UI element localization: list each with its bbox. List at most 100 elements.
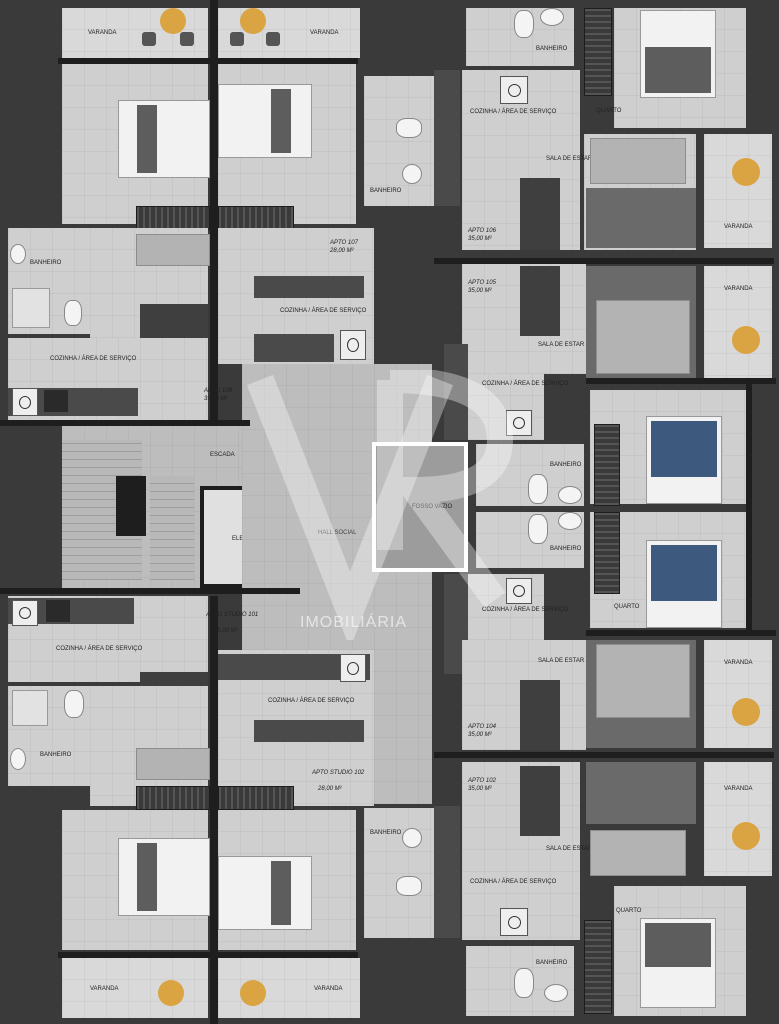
sink	[544, 984, 568, 1002]
unit-name: APTO 106	[468, 228, 496, 234]
wardrobe	[218, 786, 294, 810]
rug	[586, 188, 696, 248]
wardrobe	[594, 512, 620, 594]
label-banheiro: BANHEIRO	[550, 462, 582, 468]
washing-machine	[340, 654, 366, 682]
round-table	[240, 8, 266, 34]
sofa	[596, 644, 690, 718]
label-cozinha: COZINHA / ÁREA DE SERVIÇO	[56, 646, 143, 652]
label-sala: SALA DE ESTAR / JANTAR	[546, 156, 621, 162]
wall	[0, 588, 300, 594]
label-fosso: FOSSO VAZIO	[412, 504, 453, 510]
round-table	[160, 8, 186, 34]
unit-name: APTO 104	[468, 724, 496, 730]
kitchen-counter	[254, 334, 334, 362]
unit-area: 35,00 m²	[468, 236, 492, 242]
rug	[586, 762, 696, 824]
varanda-room	[704, 134, 772, 248]
unit-name: APTO 102	[468, 778, 496, 784]
stove	[46, 600, 70, 622]
label-banheiro: BANHEIRO	[30, 260, 62, 266]
label-banheiro: BANHEIRO	[550, 546, 582, 552]
round-table	[732, 822, 760, 850]
stairs	[150, 476, 194, 580]
round-table	[240, 980, 266, 1006]
round-table	[158, 980, 184, 1006]
label-varanda: VARANDA	[90, 986, 119, 992]
label-varanda: VARANDA	[724, 786, 753, 792]
unit-area: 35,00 m²	[468, 786, 492, 792]
kitchen-counter	[434, 806, 460, 938]
washing-machine	[340, 330, 366, 360]
bed	[218, 856, 312, 930]
washing-machine	[500, 76, 528, 104]
wardrobe	[584, 8, 612, 96]
label-banheiro: BANHEIRO	[536, 960, 568, 966]
unit-area: 35,00 m²	[214, 628, 238, 634]
sink	[10, 244, 26, 264]
chair	[142, 32, 156, 46]
bed	[646, 540, 722, 628]
sala-room	[90, 686, 208, 806]
label-varanda: VARANDA	[724, 286, 753, 292]
wardrobe	[136, 206, 210, 230]
wardrobe	[584, 920, 612, 1014]
sofa	[590, 830, 686, 876]
sink	[540, 8, 564, 26]
label-quarto: QUARTO	[596, 108, 622, 114]
unit-name: APTO 108	[204, 388, 232, 394]
toilet	[396, 118, 422, 138]
wall	[116, 476, 146, 536]
wall	[434, 752, 774, 758]
unit-area: 28,00 m²	[330, 248, 354, 254]
label-sala: SALA DE ESTAR / JANTAR	[538, 342, 613, 348]
kitchen-counter	[434, 70, 460, 206]
wall	[210, 0, 218, 440]
label-banheiro: BANHEIRO	[370, 830, 402, 836]
varanda-room	[704, 762, 772, 876]
label-cozinha: COZINHA / ÁREA DE SERVIÇO	[470, 109, 557, 115]
wall	[586, 630, 776, 636]
bed	[640, 918, 716, 1008]
washing-machine	[506, 410, 532, 436]
wall	[746, 380, 752, 630]
label-varanda: VARANDA	[724, 224, 753, 230]
kitchen-counter	[254, 720, 364, 742]
sink	[10, 748, 26, 770]
stove	[44, 390, 68, 412]
wall	[210, 596, 218, 1024]
washing-machine	[12, 600, 38, 626]
bed	[218, 84, 312, 158]
label-quarto: QUARTO	[616, 908, 642, 914]
label-cozinha: COZINHA / ÁREA DE SERVIÇO	[280, 308, 367, 314]
label-banheiro: BANHEIRO	[536, 46, 568, 52]
label-cozinha: COZINHA / ÁREA DE SERVIÇO	[470, 879, 557, 885]
washing-machine	[500, 908, 528, 936]
kitchen-counter	[254, 276, 364, 298]
varanda-room	[704, 266, 772, 378]
kitchen-counter	[444, 344, 468, 440]
sofa	[136, 748, 210, 780]
unit-area: 28,00 m²	[318, 786, 342, 792]
watermark-text: IMOBILIÁRIA	[300, 614, 408, 631]
label-cozinha: COZINHA / ÁREA DE SERVIÇO	[268, 698, 355, 704]
dining-table	[140, 304, 208, 342]
wardrobe	[594, 424, 620, 506]
wall	[58, 58, 358, 64]
unit-area: 35,00 m²	[468, 288, 492, 294]
bed	[640, 10, 716, 98]
toilet	[528, 474, 548, 504]
sink	[558, 486, 582, 504]
label-cozinha: COZINHA / ÁREA DE SERVIÇO	[50, 356, 137, 362]
shower	[12, 288, 50, 328]
fosso	[372, 442, 468, 572]
sink	[402, 828, 422, 848]
wardrobe	[218, 206, 294, 230]
dining-table	[520, 178, 560, 250]
toilet	[64, 690, 84, 718]
chair	[266, 32, 280, 46]
round-table	[732, 158, 760, 186]
round-table	[732, 326, 760, 354]
sofa	[596, 300, 690, 374]
